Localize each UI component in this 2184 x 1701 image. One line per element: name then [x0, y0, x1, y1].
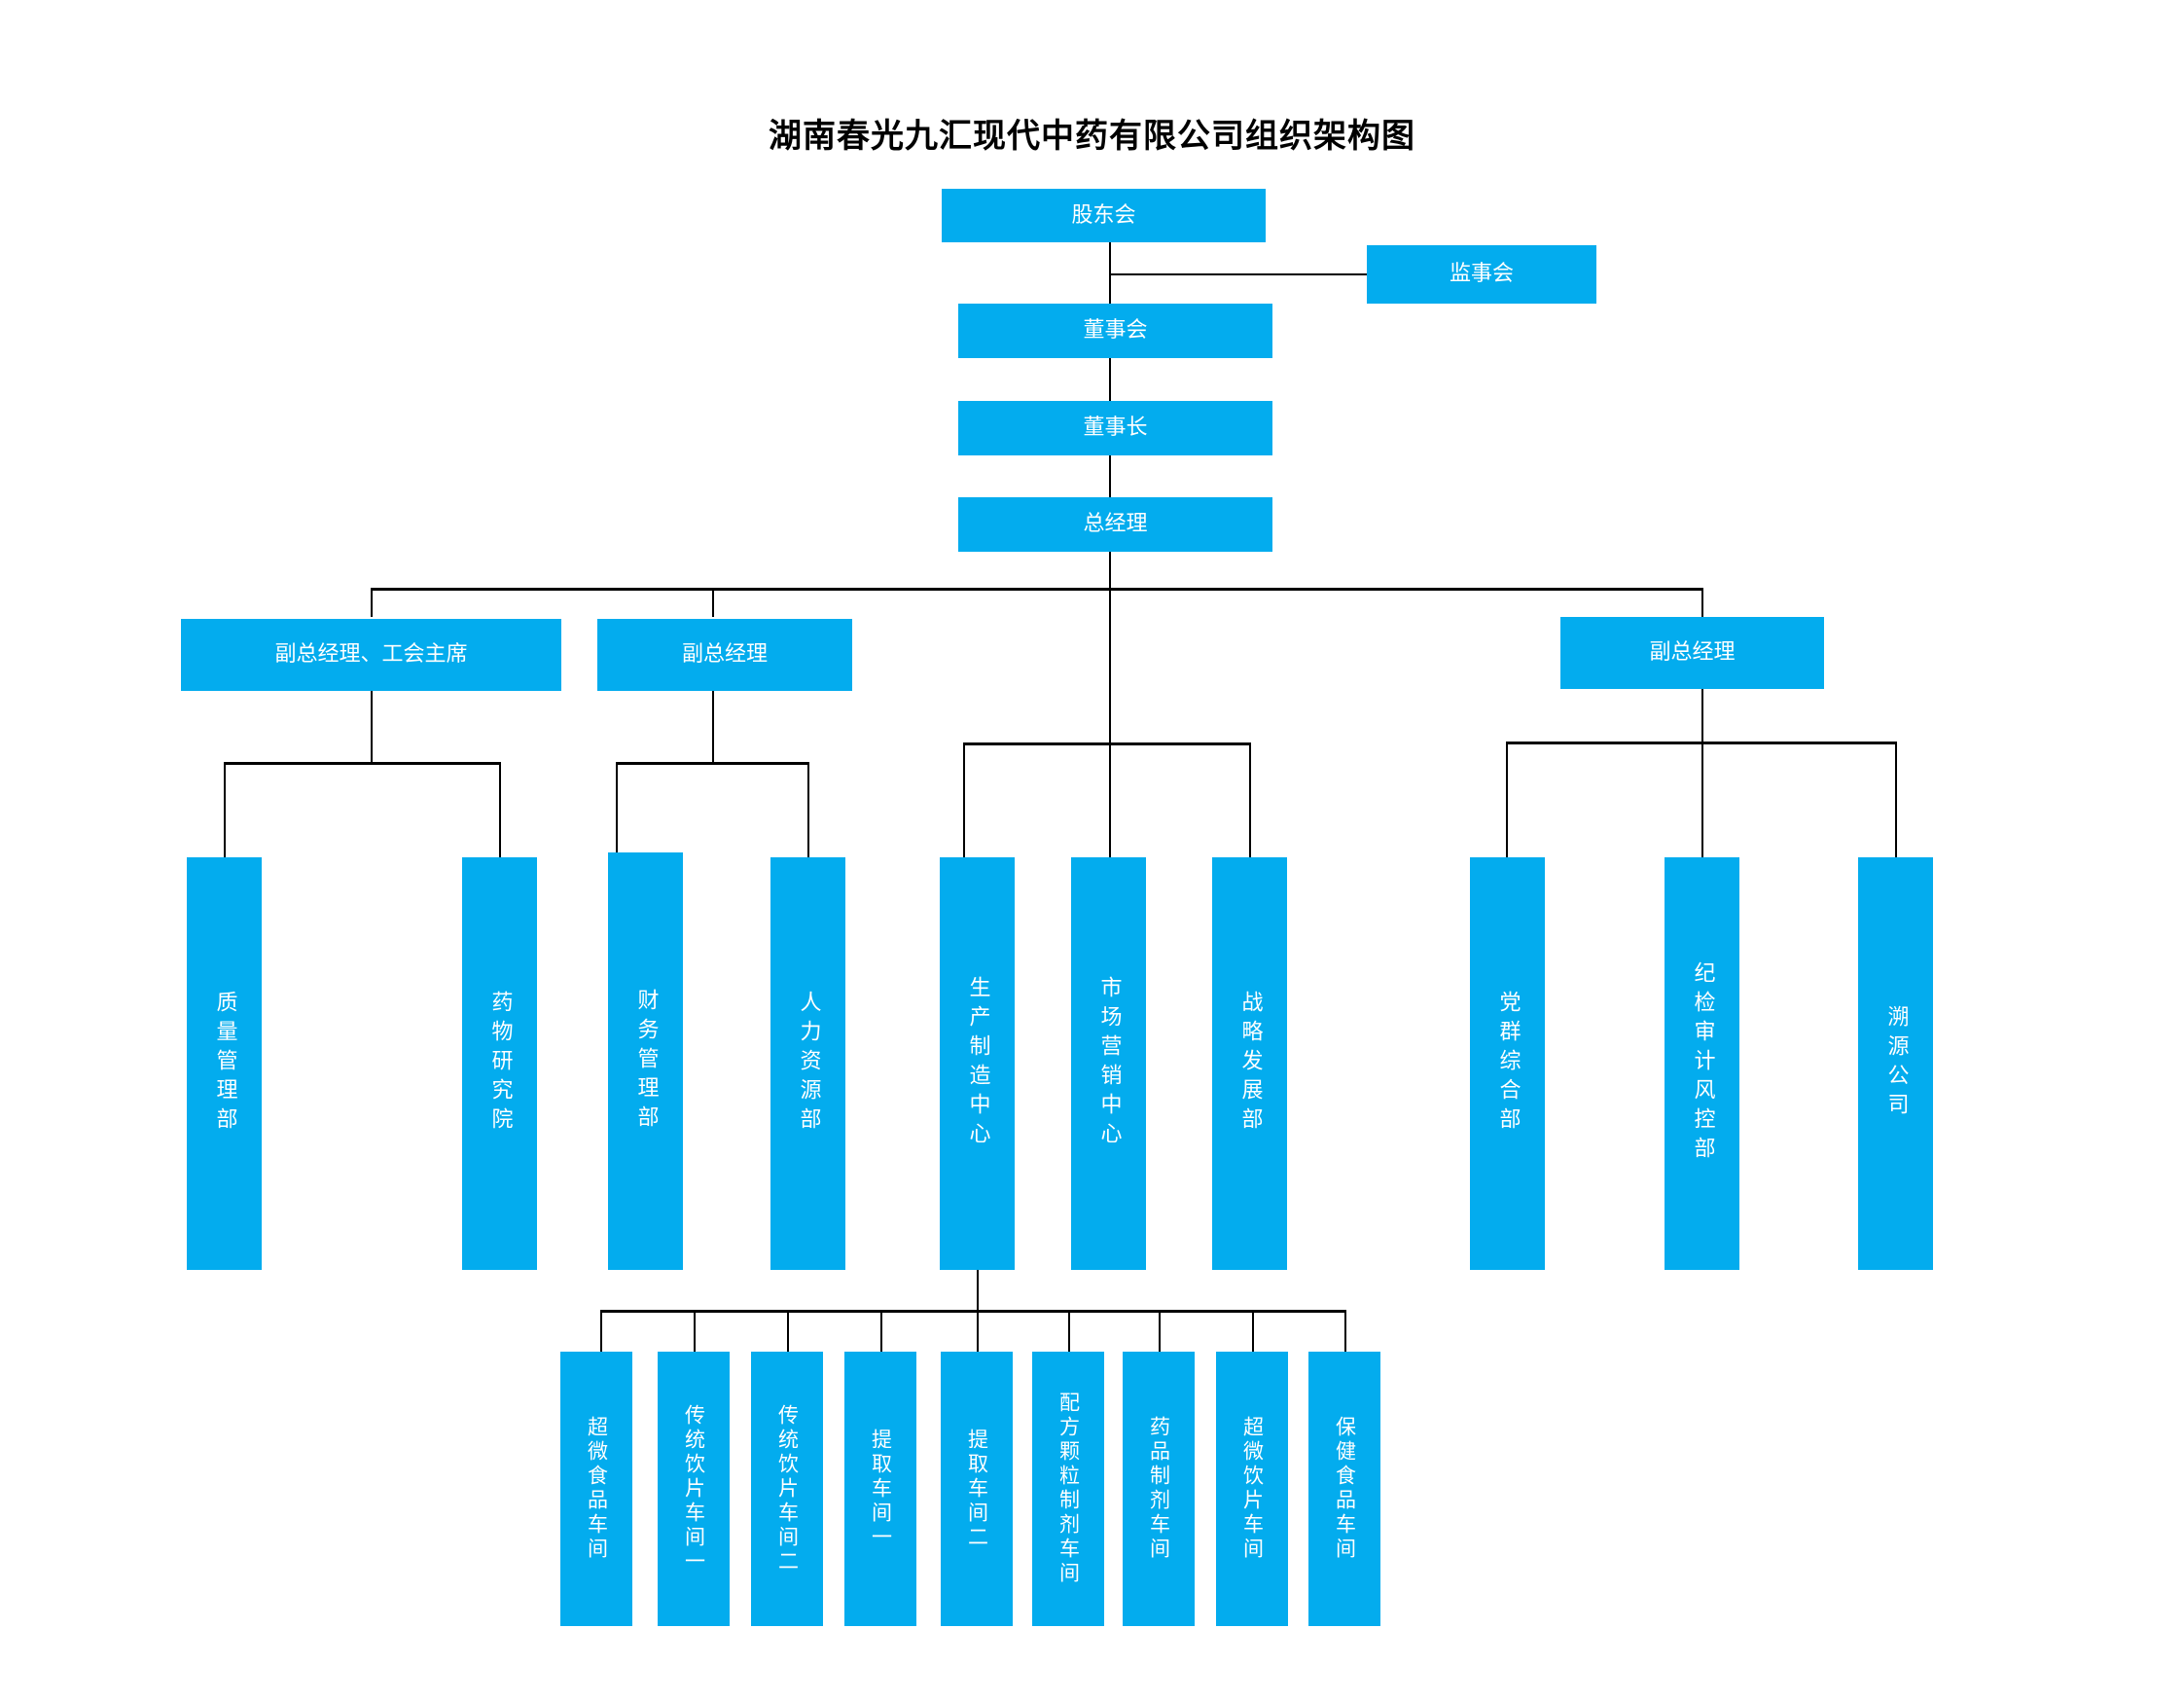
- connector-manufacturing-down: [977, 1270, 979, 1312]
- node-workshop-ultrafine-food-label: 超微食品车间: [585, 1416, 609, 1562]
- node-vp-right-label: 副总经理: [1649, 640, 1736, 666]
- node-discipline-audit-risk[interactable]: 纪检审计风控部: [1665, 857, 1739, 1270]
- connector-production-bus: [963, 742, 1251, 745]
- connector-vp-mid-bus: [616, 762, 808, 765]
- node-marketing-center-label: 市场营销中心: [1096, 976, 1122, 1151]
- connector-bus-to-vp-mid: [712, 588, 714, 617]
- connector-workshop-drop-5: [1068, 1310, 1070, 1353]
- node-shareholders-label: 股东会: [1071, 202, 1136, 228]
- connector-bus-to-production-group: [1109, 588, 1111, 743]
- connector-workshop-drop-4: [977, 1310, 979, 1353]
- node-workshop-extraction-2[interactable]: 提取车间二: [941, 1352, 1013, 1626]
- node-workshop-granule-preparation[interactable]: 配方颗粒制剂车间: [1032, 1352, 1104, 1626]
- node-board[interactable]: 董事会: [958, 304, 1272, 358]
- connector-workshop-drop-7: [1252, 1310, 1254, 1353]
- connector-vp-right-down: [1701, 689, 1703, 742]
- node-workshop-traditional-pieces-1[interactable]: 传统饮片车间一: [658, 1352, 730, 1626]
- node-finance-management[interactable]: 财务管理部: [608, 852, 683, 1270]
- connector-bus-to-vp-right: [1701, 588, 1703, 621]
- connector-vp-right-to-audit: [1701, 742, 1703, 857]
- node-workshop-drug-preparation[interactable]: 药品制剂车间: [1123, 1352, 1195, 1626]
- connector-shareholders-to-supervisors: [1109, 273, 1369, 275]
- node-human-resources-label: 人力资源部: [796, 991, 821, 1137]
- node-workshop-extraction-2-label: 提取车间二: [965, 1428, 989, 1550]
- node-vp-right[interactable]: 副总经理: [1560, 617, 1824, 689]
- node-vp-middle-label: 副总经理: [681, 642, 768, 668]
- connector-vp-mid-down: [712, 691, 714, 763]
- connector-vp-union-to-research: [499, 762, 501, 857]
- node-supervisors[interactable]: 监事会: [1367, 245, 1596, 304]
- node-discipline-audit-risk-label: 纪检审计风控部: [1690, 961, 1715, 1166]
- node-chairman-label: 董事长: [1083, 416, 1148, 441]
- connector-workshop-drop-1: [694, 1310, 696, 1353]
- node-workshop-traditional-pieces-1-label: 传统饮片车间一: [682, 1403, 706, 1574]
- node-vp-middle[interactable]: 副总经理: [597, 619, 852, 691]
- connector-bus-to-marketing: [1109, 742, 1111, 857]
- node-human-resources[interactable]: 人力资源部: [770, 857, 845, 1270]
- node-drug-research-institute[interactable]: 药物研究院: [462, 857, 537, 1270]
- node-vp-union-chair-label: 副总经理、工会主席: [274, 642, 468, 668]
- connector-vp-right-to-party: [1506, 742, 1508, 857]
- node-workshop-drug-preparation-label: 药品制剂车间: [1147, 1416, 1171, 1562]
- node-vp-union-chair[interactable]: 副总经理、工会主席: [181, 619, 561, 691]
- connector-vp-mid-to-hr: [807, 762, 809, 857]
- node-traceability-company[interactable]: 溯源公司: [1858, 857, 1933, 1270]
- node-workshop-granule-preparation-label: 配方颗粒制剂车间: [1056, 1392, 1081, 1586]
- node-quality-management-label: 质量管理部: [212, 991, 237, 1137]
- connector-workshop-bus: [600, 1310, 1345, 1313]
- node-workshop-traditional-pieces-2[interactable]: 传统饮片车间二: [751, 1352, 823, 1626]
- connector-board-to-chairman: [1109, 358, 1111, 403]
- node-marketing-center[interactable]: 市场营销中心: [1071, 857, 1146, 1270]
- node-general-manager[interactable]: 总经理: [958, 497, 1272, 552]
- connector-workshop-drop-2: [787, 1310, 789, 1353]
- node-party-affairs-label: 党群综合部: [1495, 991, 1521, 1137]
- node-manufacturing-center-label: 生产制造中心: [965, 976, 990, 1151]
- node-strategy-development-label: 战略发展部: [1237, 991, 1263, 1137]
- node-workshop-ultrafine-food[interactable]: 超微食品车间: [560, 1352, 632, 1626]
- connector-bus-to-strategy: [1249, 742, 1251, 857]
- connector-bus-to-manufacturing: [963, 742, 965, 857]
- connector-vp-mid-to-finance: [616, 762, 618, 852]
- node-party-affairs[interactable]: 党群综合部: [1470, 857, 1545, 1270]
- node-workshop-health-food[interactable]: 保健食品车间: [1308, 1352, 1380, 1626]
- node-board-label: 董事会: [1083, 318, 1148, 344]
- node-chairman[interactable]: 董事长: [958, 401, 1272, 455]
- connector-shareholders-down: [1109, 241, 1111, 311]
- node-workshop-extraction-1[interactable]: 提取车间一: [844, 1352, 916, 1626]
- node-strategy-development[interactable]: 战略发展部: [1212, 857, 1287, 1270]
- connector-vp-right-to-traceability: [1895, 742, 1897, 857]
- node-finance-management-label: 财务管理部: [633, 988, 659, 1135]
- page-title: 湖南春光九汇现代中药有限公司组织架构图: [769, 117, 1415, 156]
- connector-chairman-to-gm: [1109, 454, 1111, 498]
- connector-bus-to-vp-union: [371, 588, 373, 617]
- node-traceability-company-label: 溯源公司: [1883, 1005, 1909, 1122]
- connector-workshop-drop-3: [880, 1310, 882, 1353]
- connector-gm-bus: [371, 588, 1702, 591]
- node-workshop-ultrafine-pieces-label: 超微饮片车间: [1240, 1416, 1265, 1562]
- connector-vp-union-bus: [224, 762, 501, 765]
- connector-workshop-drop-6: [1159, 1310, 1161, 1353]
- node-supervisors-label: 监事会: [1449, 262, 1514, 287]
- node-drug-research-institute-label: 药物研究院: [487, 991, 513, 1137]
- connector-workshop-drop-0: [600, 1310, 602, 1353]
- node-general-manager-label: 总经理: [1083, 512, 1148, 537]
- connector-vp-union-down: [371, 691, 373, 763]
- node-manufacturing-center[interactable]: 生产制造中心: [940, 857, 1015, 1270]
- node-shareholders[interactable]: 股东会: [942, 189, 1266, 242]
- connector-workshop-drop-8: [1344, 1310, 1346, 1353]
- node-workshop-extraction-1-label: 提取车间一: [869, 1428, 893, 1550]
- node-quality-management[interactable]: 质量管理部: [187, 857, 262, 1270]
- node-workshop-health-food-label: 保健食品车间: [1333, 1416, 1357, 1562]
- connector-gm-down: [1109, 551, 1111, 589]
- node-workshop-traditional-pieces-2-label: 传统饮片车间二: [775, 1403, 800, 1574]
- connector-vp-union-to-quality: [224, 762, 226, 857]
- node-workshop-ultrafine-pieces[interactable]: 超微饮片车间: [1216, 1352, 1288, 1626]
